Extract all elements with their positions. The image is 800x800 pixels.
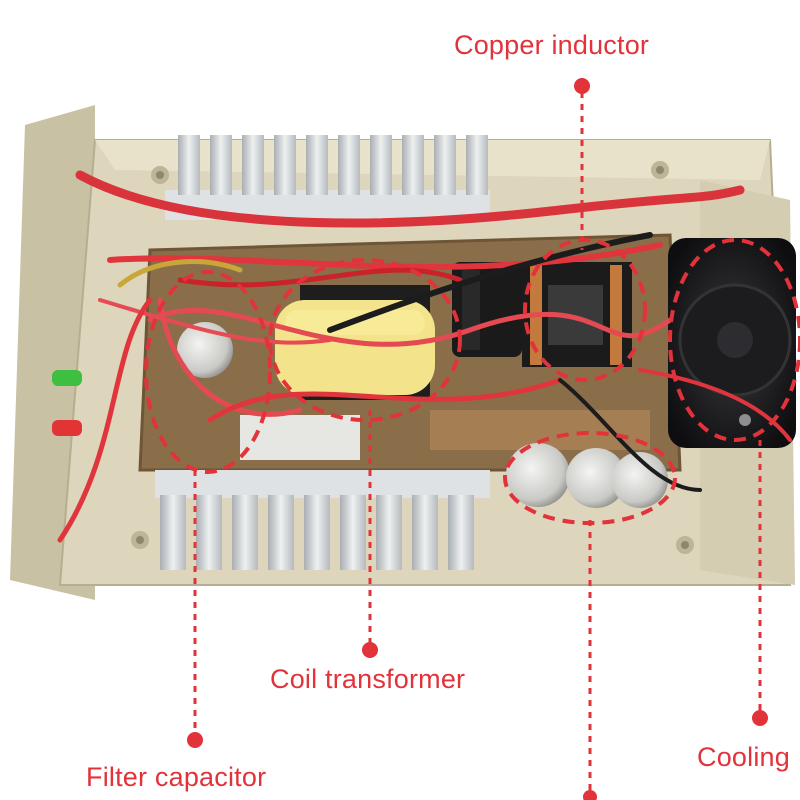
wiring (57, 170, 792, 543)
label-cooling: Cooling (697, 742, 790, 772)
heatsink-icon (155, 470, 490, 570)
capacitor-icon (177, 322, 668, 508)
heatsink-icon (165, 135, 490, 220)
cooling-fan-icon (668, 238, 796, 448)
led-indicators (52, 370, 82, 436)
label-filter-capacitor: Filter capacitor (86, 762, 267, 792)
callout-leaders (193, 92, 762, 795)
label-copper-inductor: Copper inductor (454, 30, 650, 60)
callout-dots (187, 78, 768, 800)
label-coil-transformer: Coil transformer (270, 664, 466, 694)
